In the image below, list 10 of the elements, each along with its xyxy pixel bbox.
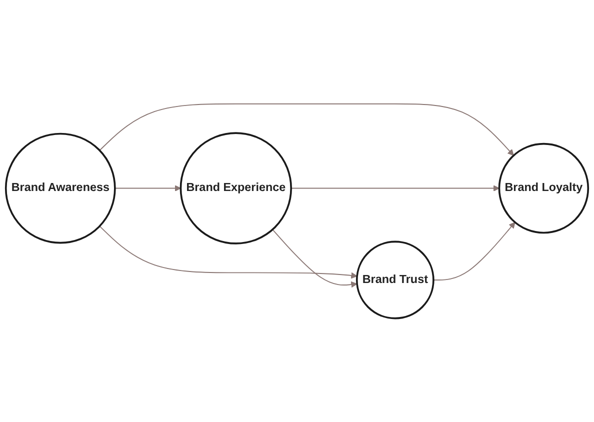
arrow — [99, 226, 358, 279]
arrow — [114, 184, 181, 192]
arrow — [432, 222, 516, 280]
node-circle: Brand Experience — [180, 132, 292, 244]
arrow — [99, 103, 514, 156]
arrow — [290, 184, 500, 192]
node-circle: Brand Loyalty — [498, 142, 590, 234]
node-circle: Brand Trust — [356, 240, 434, 320]
node-circle: Brand Awareness — [4, 132, 116, 244]
arrow — [272, 228, 358, 288]
